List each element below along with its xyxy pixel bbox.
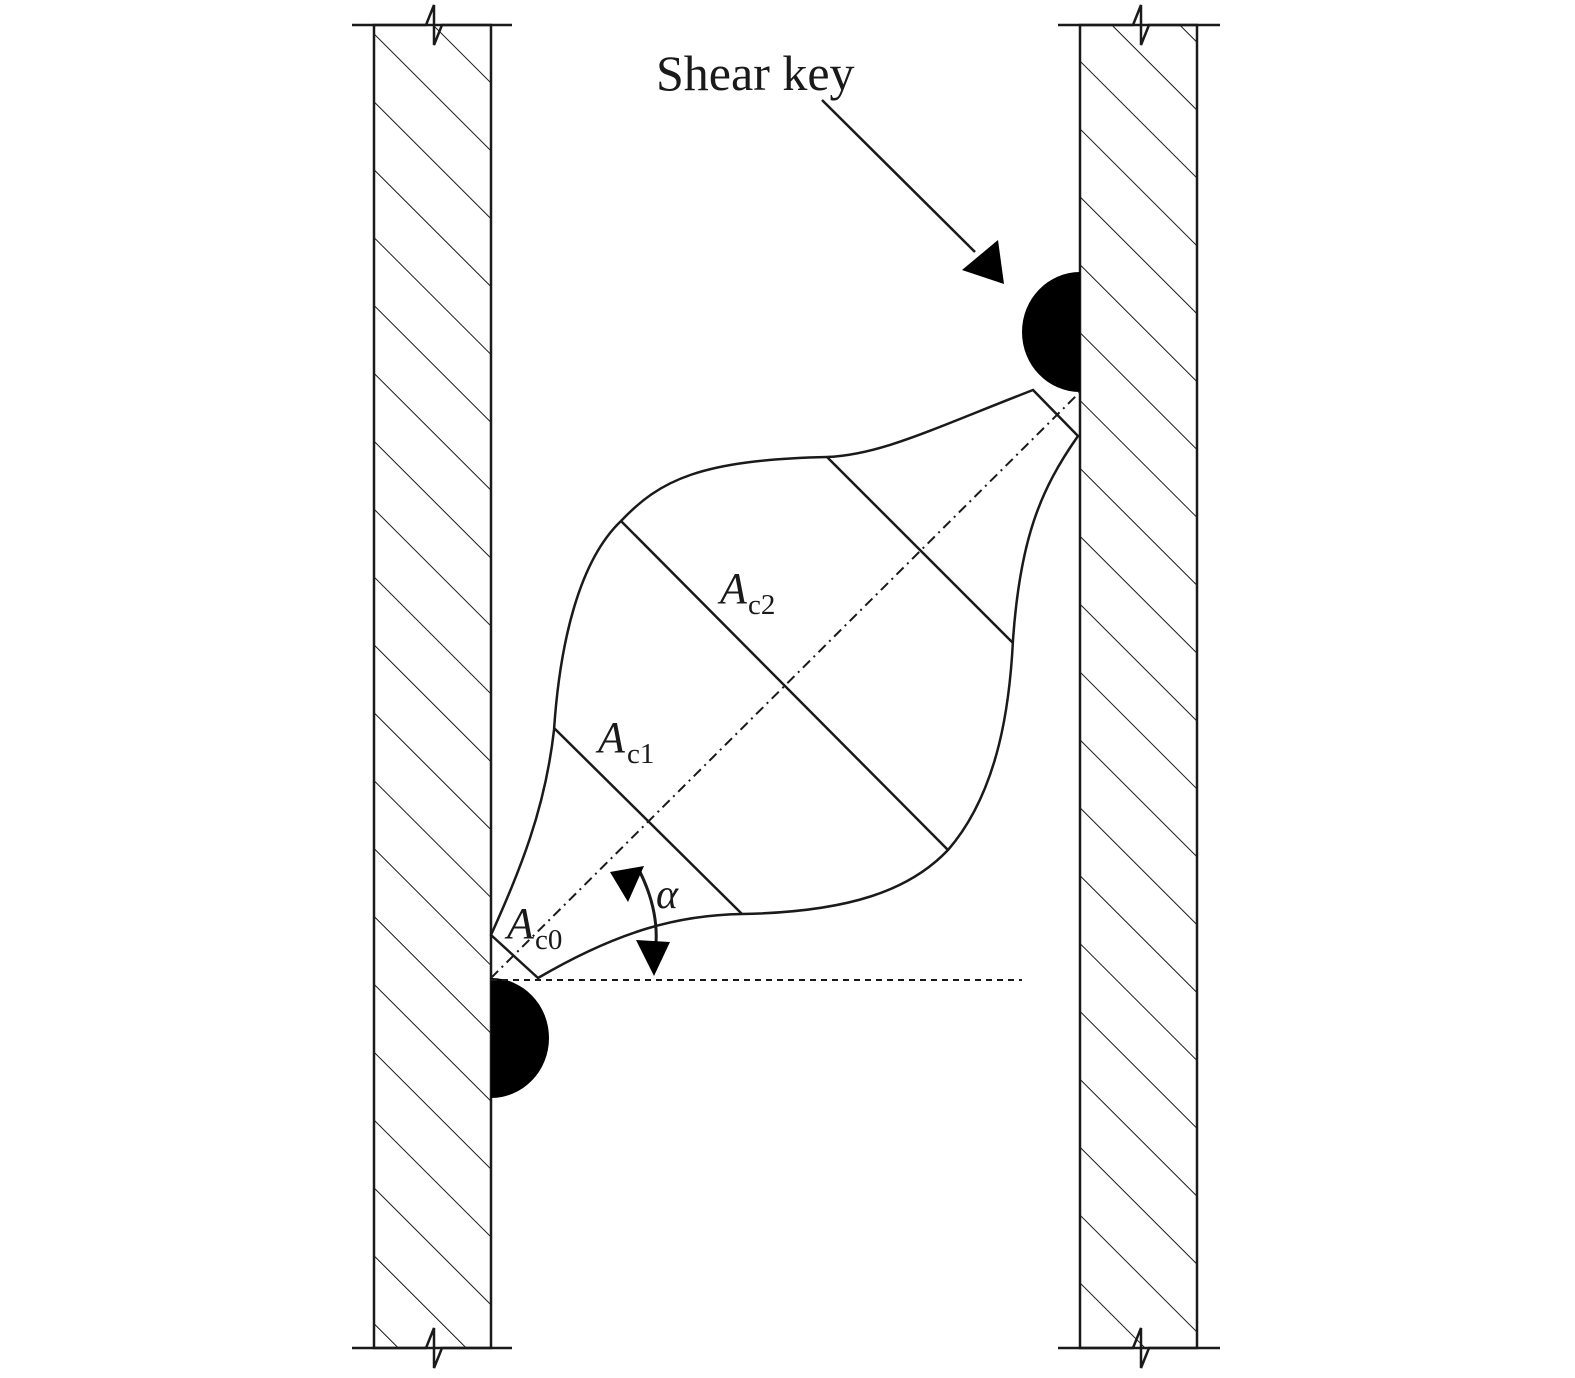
- shear-key-left: [491, 978, 549, 1098]
- label-ac2: A c2: [717, 564, 775, 621]
- section-line-ac2: [620, 520, 949, 851]
- label-alpha: α: [656, 872, 679, 918]
- shear-key-pointer-arrow: [821, 99, 1004, 284]
- label-ac1: A c1: [595, 713, 654, 770]
- top-break-line-right: [1058, 4, 1220, 46]
- svg-text:A: A: [717, 564, 748, 613]
- svg-text:A: A: [595, 713, 626, 762]
- angle-alpha-arc: [610, 866, 670, 976]
- label-ac0: A c0: [504, 899, 562, 956]
- strut-centerline: [490, 391, 1081, 979]
- right-wall: [1058, 4, 1220, 1369]
- section-line-upper: [826, 456, 1014, 644]
- top-break-line-left: [352, 4, 512, 46]
- svg-text:c0: c0: [535, 924, 562, 956]
- shear-key-label: Shear key: [656, 45, 855, 101]
- bottom-break-line-right: [1058, 1327, 1220, 1369]
- svg-text:c1: c1: [627, 738, 654, 770]
- svg-text:c2: c2: [748, 589, 775, 621]
- shear-key-right: [1022, 272, 1080, 392]
- svg-text:A: A: [504, 899, 535, 948]
- bottom-break-line-left: [352, 1327, 512, 1369]
- left-wall: [352, 4, 512, 1369]
